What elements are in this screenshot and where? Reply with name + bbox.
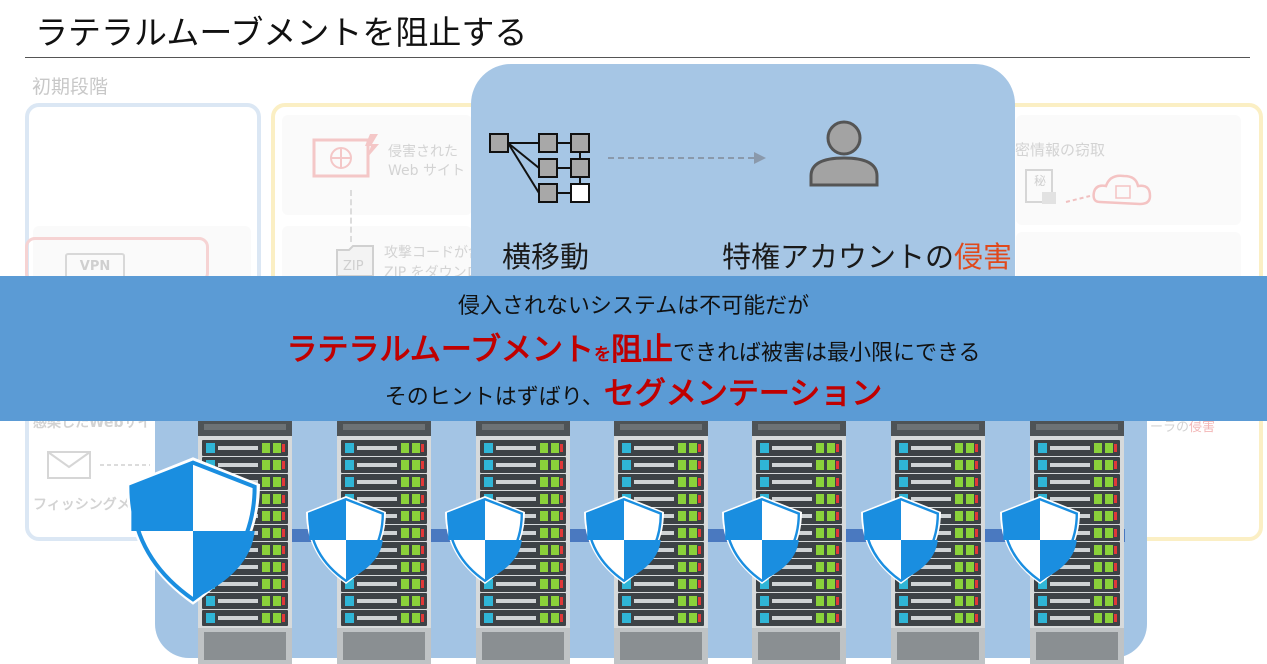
page-title: ラテラルムーブメントを阻止する	[35, 13, 528, 52]
stage-label: 初期段階	[32, 76, 109, 98]
secret-mark: 秘	[1034, 174, 1047, 188]
title-divider	[25, 57, 1250, 58]
shield-icon	[306, 494, 386, 586]
banner-line-2: ラテラルムーブメントを阻止できれば被害は最小限にできる	[286, 332, 981, 368]
svg-text:ZIP: ZIP	[343, 259, 364, 274]
lateral-movement-label: 横移動	[502, 240, 590, 274]
shield-icon	[722, 494, 802, 586]
privilege-account-label: 特権アカウントの侵害	[722, 240, 1013, 274]
dashed-arrow-icon	[608, 152, 766, 164]
shield-icon	[126, 456, 260, 606]
banner-line-3: そのヒントはずばり、セグメンテーション	[384, 376, 883, 412]
banner-line-1: 侵入されないシステムは不可能だが	[457, 294, 810, 319]
compromised-website-icon	[312, 134, 379, 178]
mail-icon	[47, 451, 150, 479]
background-card	[1016, 115, 1241, 225]
message-banner: 侵入されないシステムは不可能だが ラテラルムーブメントを阻止できれば被害は最小限…	[0, 276, 1267, 421]
network-diagram-icon	[489, 133, 590, 203]
info-theft-label: 密情報の窃取	[1015, 141, 1106, 159]
shield-icon	[861, 494, 941, 586]
shield-icon	[584, 494, 664, 586]
infringe-label: ーラの侵害	[1150, 420, 1216, 435]
zip-file-icon: ZIP	[336, 245, 374, 277]
shield-icon	[1000, 494, 1080, 586]
attack-code-label: 攻撃コードが含	[384, 245, 482, 261]
shield-icon	[445, 494, 525, 586]
info-theft-icon	[1025, 169, 1152, 206]
user-icon	[809, 120, 879, 187]
compromised-site-label: Web サイト	[388, 163, 465, 179]
compromised-site-label: 侵害された	[388, 144, 458, 160]
dashed-connector	[350, 190, 352, 242]
